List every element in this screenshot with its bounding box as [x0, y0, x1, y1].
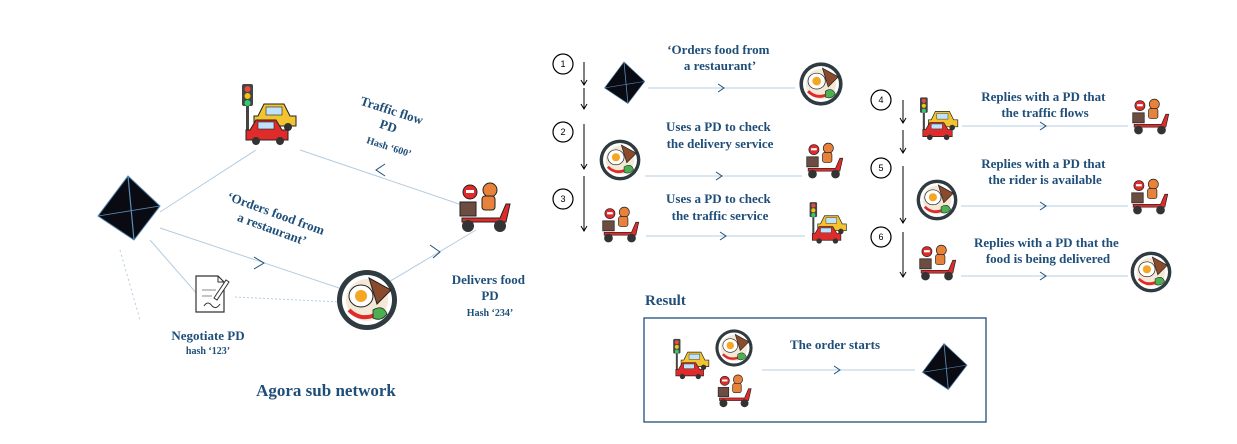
agora-subnetwork-caption: Agora sub network: [256, 381, 396, 400]
delivery-rider-icon: [1131, 178, 1169, 215]
step-2-label: Uses a PD to check the delivery service: [666, 119, 774, 151]
traffic-flow-label: Traffic flow PD: [354, 93, 429, 144]
agent-icon: [604, 61, 646, 104]
step-6-arrow: [1039, 271, 1047, 281]
step-3-arrow: [719, 231, 727, 241]
step-2-arrow: [715, 171, 723, 181]
traffic-hash-label: Hash ‘600’: [365, 135, 413, 160]
food-plate-icon: [335, 268, 399, 332]
arrow-orders-right: [253, 256, 265, 270]
food-plate-icon: [797, 60, 845, 108]
step-1-arrow: [717, 83, 725, 93]
step-1-label: ‘Orders food from a restaurant’: [667, 42, 773, 73]
svg-text:4: 4: [878, 95, 883, 105]
svg-text:6: 6: [878, 232, 883, 242]
orders-food-label: ‘Orders food from a restaurant’: [220, 189, 330, 254]
delivery-rider-icon: [1132, 98, 1170, 135]
left-links: [119, 149, 477, 321]
step-5-label: Replies with a PD that the rider is avai…: [981, 156, 1108, 187]
traffic-cars-icon: [809, 201, 847, 244]
step-2-marker: 2: [552, 121, 574, 143]
result-arrow: [833, 365, 841, 375]
delivery-rider-icon: [919, 244, 957, 281]
step-5-arrow: [1039, 201, 1047, 211]
step-1-marker: 1: [552, 53, 574, 75]
timeline-right: [899, 100, 907, 278]
step-3-label: Uses a PD to check the traffic service: [666, 191, 774, 223]
arrow-delivers-up: [429, 244, 441, 259]
step-3-marker: 3: [552, 188, 574, 210]
delivers-hash-label: Hash ‘234’: [467, 308, 513, 319]
step-6-label: Replies with a PD that the food is being…: [974, 235, 1122, 266]
step-5-marker: 5: [870, 157, 892, 179]
negotiate-hash-label: hash ‘123’: [186, 346, 230, 357]
timeline-left: [580, 62, 588, 232]
delivery-rider-icon: [459, 182, 511, 233]
food-plate-icon: [598, 138, 642, 182]
result-title: Result: [645, 293, 686, 309]
traffic-cars-icon: [241, 83, 297, 146]
food-plate-icon: [915, 178, 959, 222]
traffic-cars-icon: [919, 97, 959, 141]
step-4-marker: 4: [870, 89, 892, 111]
agent-icon: [97, 175, 161, 241]
svg-text:5: 5: [878, 163, 883, 173]
negotiate-pd-label: Negotiate PD: [171, 328, 244, 343]
step-4-arrow: [1039, 121, 1047, 131]
step-4-label: Replies with a PD that the traffic flows: [981, 89, 1108, 120]
arrow-traffic-left: [375, 163, 386, 177]
delivery-rider-icon: [602, 206, 640, 243]
svg-text:3: 3: [560, 194, 565, 204]
svg-text:2: 2: [560, 127, 565, 137]
delivers-food-label: Delivers food PD: [452, 272, 529, 303]
order-starts-label: The order starts: [790, 337, 880, 352]
step-6-marker: 6: [870, 226, 892, 248]
document-pen-icon: [195, 275, 230, 313]
food-plate-icon: [1129, 250, 1173, 294]
svg-text:1: 1: [560, 59, 565, 69]
food-plate-icon: [714, 328, 754, 368]
delivery-rider-icon: [806, 142, 844, 179]
